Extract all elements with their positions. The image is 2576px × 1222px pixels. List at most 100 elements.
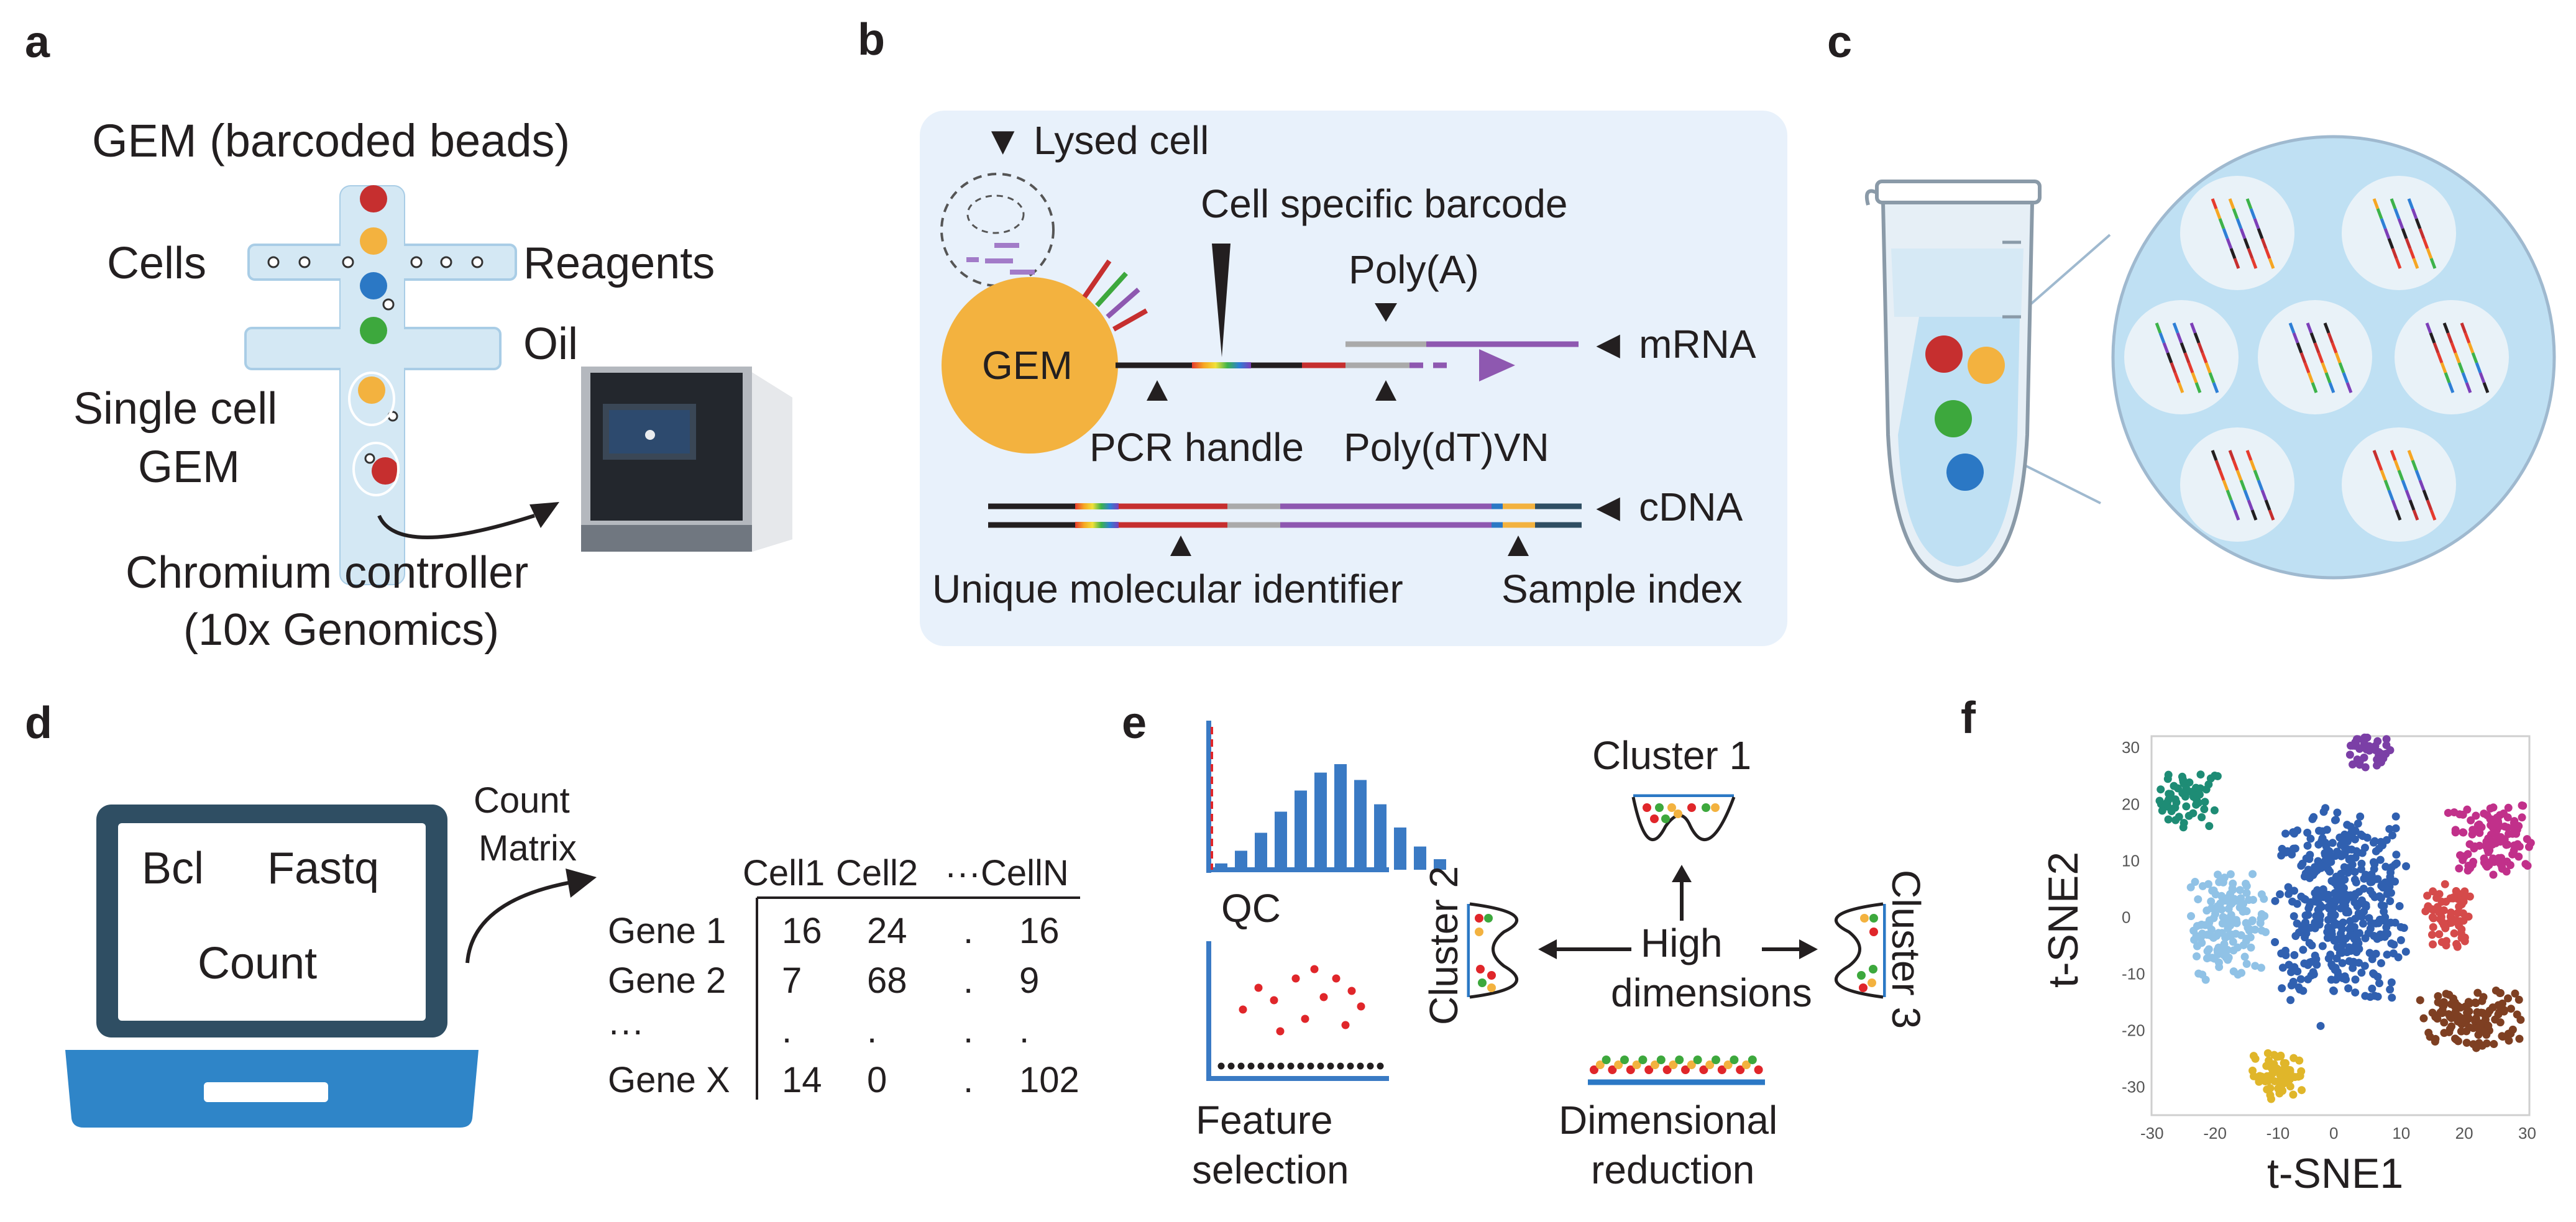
cell-barcode-segment <box>1192 362 1251 368</box>
lysed-cell-label: ▼ Lysed cell <box>983 118 1209 163</box>
feature-point-red <box>1270 996 1278 1005</box>
cluster-dot <box>1476 965 1485 973</box>
panel-letter-e: e <box>1122 698 1147 748</box>
tsne-point <box>2401 947 2410 956</box>
cdna-strands <box>988 503 1582 528</box>
count-matrix-label-2: Matrix <box>479 828 577 869</box>
oligo-segment <box>2418 228 2426 239</box>
feature-point-black <box>1317 1062 1324 1070</box>
qc-histogram <box>1206 721 1446 873</box>
oligo-segment <box>2390 198 2397 209</box>
tsne-xtick: 0 <box>2329 1124 2338 1142</box>
droplet <box>2395 300 2509 414</box>
oligo-segment <box>2324 372 2332 383</box>
tsne-point <box>2190 936 2199 944</box>
tsne-point <box>2185 778 2194 787</box>
oligo-segment <box>2372 198 2380 209</box>
tsne-ytick: 20 <box>2122 795 2140 813</box>
tsne-point <box>2326 867 2334 876</box>
qc-bar <box>1275 811 1287 870</box>
oligo-segment <box>2260 238 2268 249</box>
feature-point-black <box>1297 1062 1304 1070</box>
oligo-segment <box>2380 218 2387 229</box>
oligo-segment <box>2376 460 2383 471</box>
feature-point-red <box>1239 1005 1247 1014</box>
dimred-dot <box>1620 1056 1629 1064</box>
tsne-point <box>2298 1086 2306 1095</box>
tsne-point <box>2376 855 2385 864</box>
tsne-point <box>2341 934 2350 943</box>
oligo-segment <box>2411 208 2418 219</box>
tsne-point <box>2277 949 2286 958</box>
tsne-point <box>2480 1028 2489 1036</box>
tsne-point <box>2470 844 2478 853</box>
tsne-point <box>2227 899 2236 908</box>
tsne-point <box>2454 889 2462 898</box>
droplet <box>2342 176 2456 290</box>
panel-c <box>1864 135 2556 583</box>
matrix-cell: 0 <box>867 1060 887 1100</box>
tsne-xtick: 20 <box>2455 1124 2473 1142</box>
oligo-segment <box>2407 450 2414 461</box>
tsne-point <box>2524 842 2533 851</box>
dimred-dot <box>1736 1065 1745 1074</box>
tsne-point <box>2319 885 2327 893</box>
tsne-ytick: 30 <box>2122 738 2140 757</box>
cluster-dot <box>1487 971 1496 980</box>
tsne-point <box>2496 835 2505 844</box>
oligo-segment <box>2464 332 2471 344</box>
tsne-point <box>2416 996 2424 1005</box>
tsne-point <box>2495 854 2503 862</box>
tsne-point <box>2360 962 2369 970</box>
tsne-point <box>2246 933 2255 942</box>
tsne-ytick: -30 <box>2122 1077 2145 1096</box>
cluster-dot <box>1661 814 1670 823</box>
polya-label: Poly(A) <box>1349 247 1479 292</box>
tsne-point <box>2506 861 2514 870</box>
oligo-segment <box>2222 228 2229 239</box>
tsne-point <box>2365 949 2374 957</box>
tsne-point <box>2500 822 2509 831</box>
oligo-segment <box>2170 362 2177 373</box>
oligo-segment <box>2397 218 2404 229</box>
tsne-point <box>2193 942 2201 951</box>
feature-point-red <box>1310 965 1319 973</box>
tsne-point <box>2378 883 2387 892</box>
dimred-dot <box>1693 1056 1702 1064</box>
tsne-point <box>2372 847 2380 855</box>
tsne-point <box>2296 975 2305 983</box>
cluster-dot <box>1487 983 1496 992</box>
oligo-segment <box>2414 218 2422 229</box>
tsne-point <box>2487 815 2495 824</box>
tsne-point <box>2312 960 2321 969</box>
oligo-segment <box>2264 499 2271 511</box>
oligo-segment <box>2158 332 2166 344</box>
tsne-point <box>2347 846 2356 854</box>
cluster-dot <box>1478 978 1487 987</box>
dimred-dot <box>1730 1056 1739 1064</box>
oligo-segment <box>2228 450 2235 461</box>
tsne-point <box>2427 905 2436 913</box>
tsne-point <box>2489 870 2498 879</box>
tsne-point <box>2322 842 2331 850</box>
feature-point-red <box>1341 1021 1350 1029</box>
cells-label: Cells <box>107 239 206 288</box>
tsne-ytick: 0 <box>2122 908 2130 926</box>
tsne-point <box>2377 959 2385 967</box>
feature-point-red <box>1357 1002 1365 1011</box>
tsne-point <box>2213 772 2222 780</box>
tsne-xtick: -20 <box>2203 1124 2227 1142</box>
tsne-point <box>2375 979 2384 988</box>
dimred-dot <box>1638 1056 1648 1064</box>
tsne-point <box>2455 902 2464 911</box>
tsne-point <box>2297 892 2306 901</box>
tsne-point <box>2429 887 2437 896</box>
tsne-point <box>2451 1008 2460 1016</box>
tsne-point <box>2221 933 2230 942</box>
tsne-point <box>2171 795 2180 804</box>
tsne-point <box>2441 880 2449 888</box>
tsne-point <box>2454 1017 2462 1026</box>
tsne-point <box>2189 926 2198 935</box>
tsne-point <box>2380 907 2388 916</box>
tsne-point <box>2293 967 2302 976</box>
